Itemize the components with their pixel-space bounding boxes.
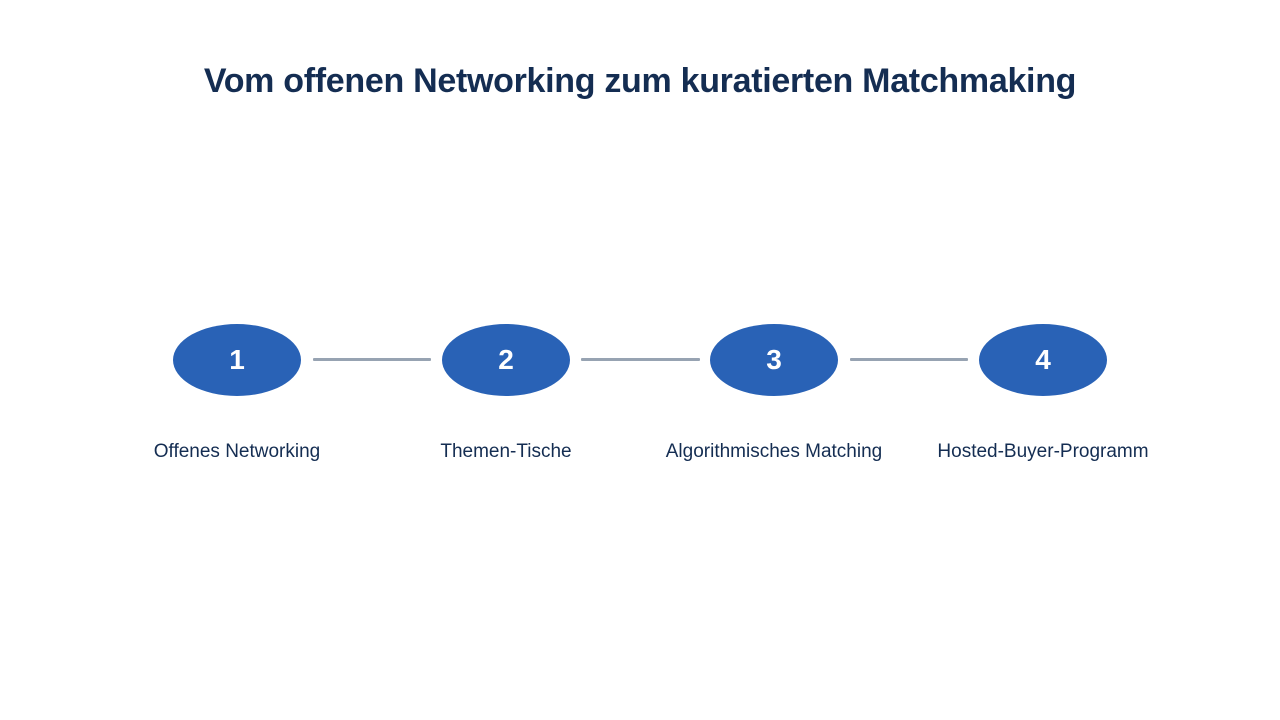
step-circle: 1: [173, 324, 301, 396]
step-1: 1: [173, 324, 301, 396]
step-label-2: Themen-Tische: [440, 441, 572, 462]
connector-line-3-4: [850, 358, 968, 361]
step-number: 2: [498, 344, 514, 375]
step-circle: 3: [710, 324, 838, 396]
step-circle: 2: [442, 324, 570, 396]
step-number: 3: [766, 344, 782, 375]
step-label-1: Offenes Networking: [153, 441, 321, 462]
connector-line-2-3: [581, 358, 700, 361]
step-2: 2: [442, 324, 570, 396]
connector-line-1-2: [313, 358, 431, 361]
step-3: 3: [710, 324, 838, 396]
slide-title: Vom offenen Networking zum kuratierten M…: [203, 62, 1077, 100]
step-4: 4: [979, 324, 1107, 396]
step-circle: 4: [979, 324, 1107, 396]
step-label-4: Hosted-Buyer-Programm: [937, 441, 1149, 462]
step-number: 1: [229, 344, 245, 375]
step-label-3: Algorithmisches Matching: [665, 441, 883, 462]
step-number: 4: [1035, 344, 1051, 375]
